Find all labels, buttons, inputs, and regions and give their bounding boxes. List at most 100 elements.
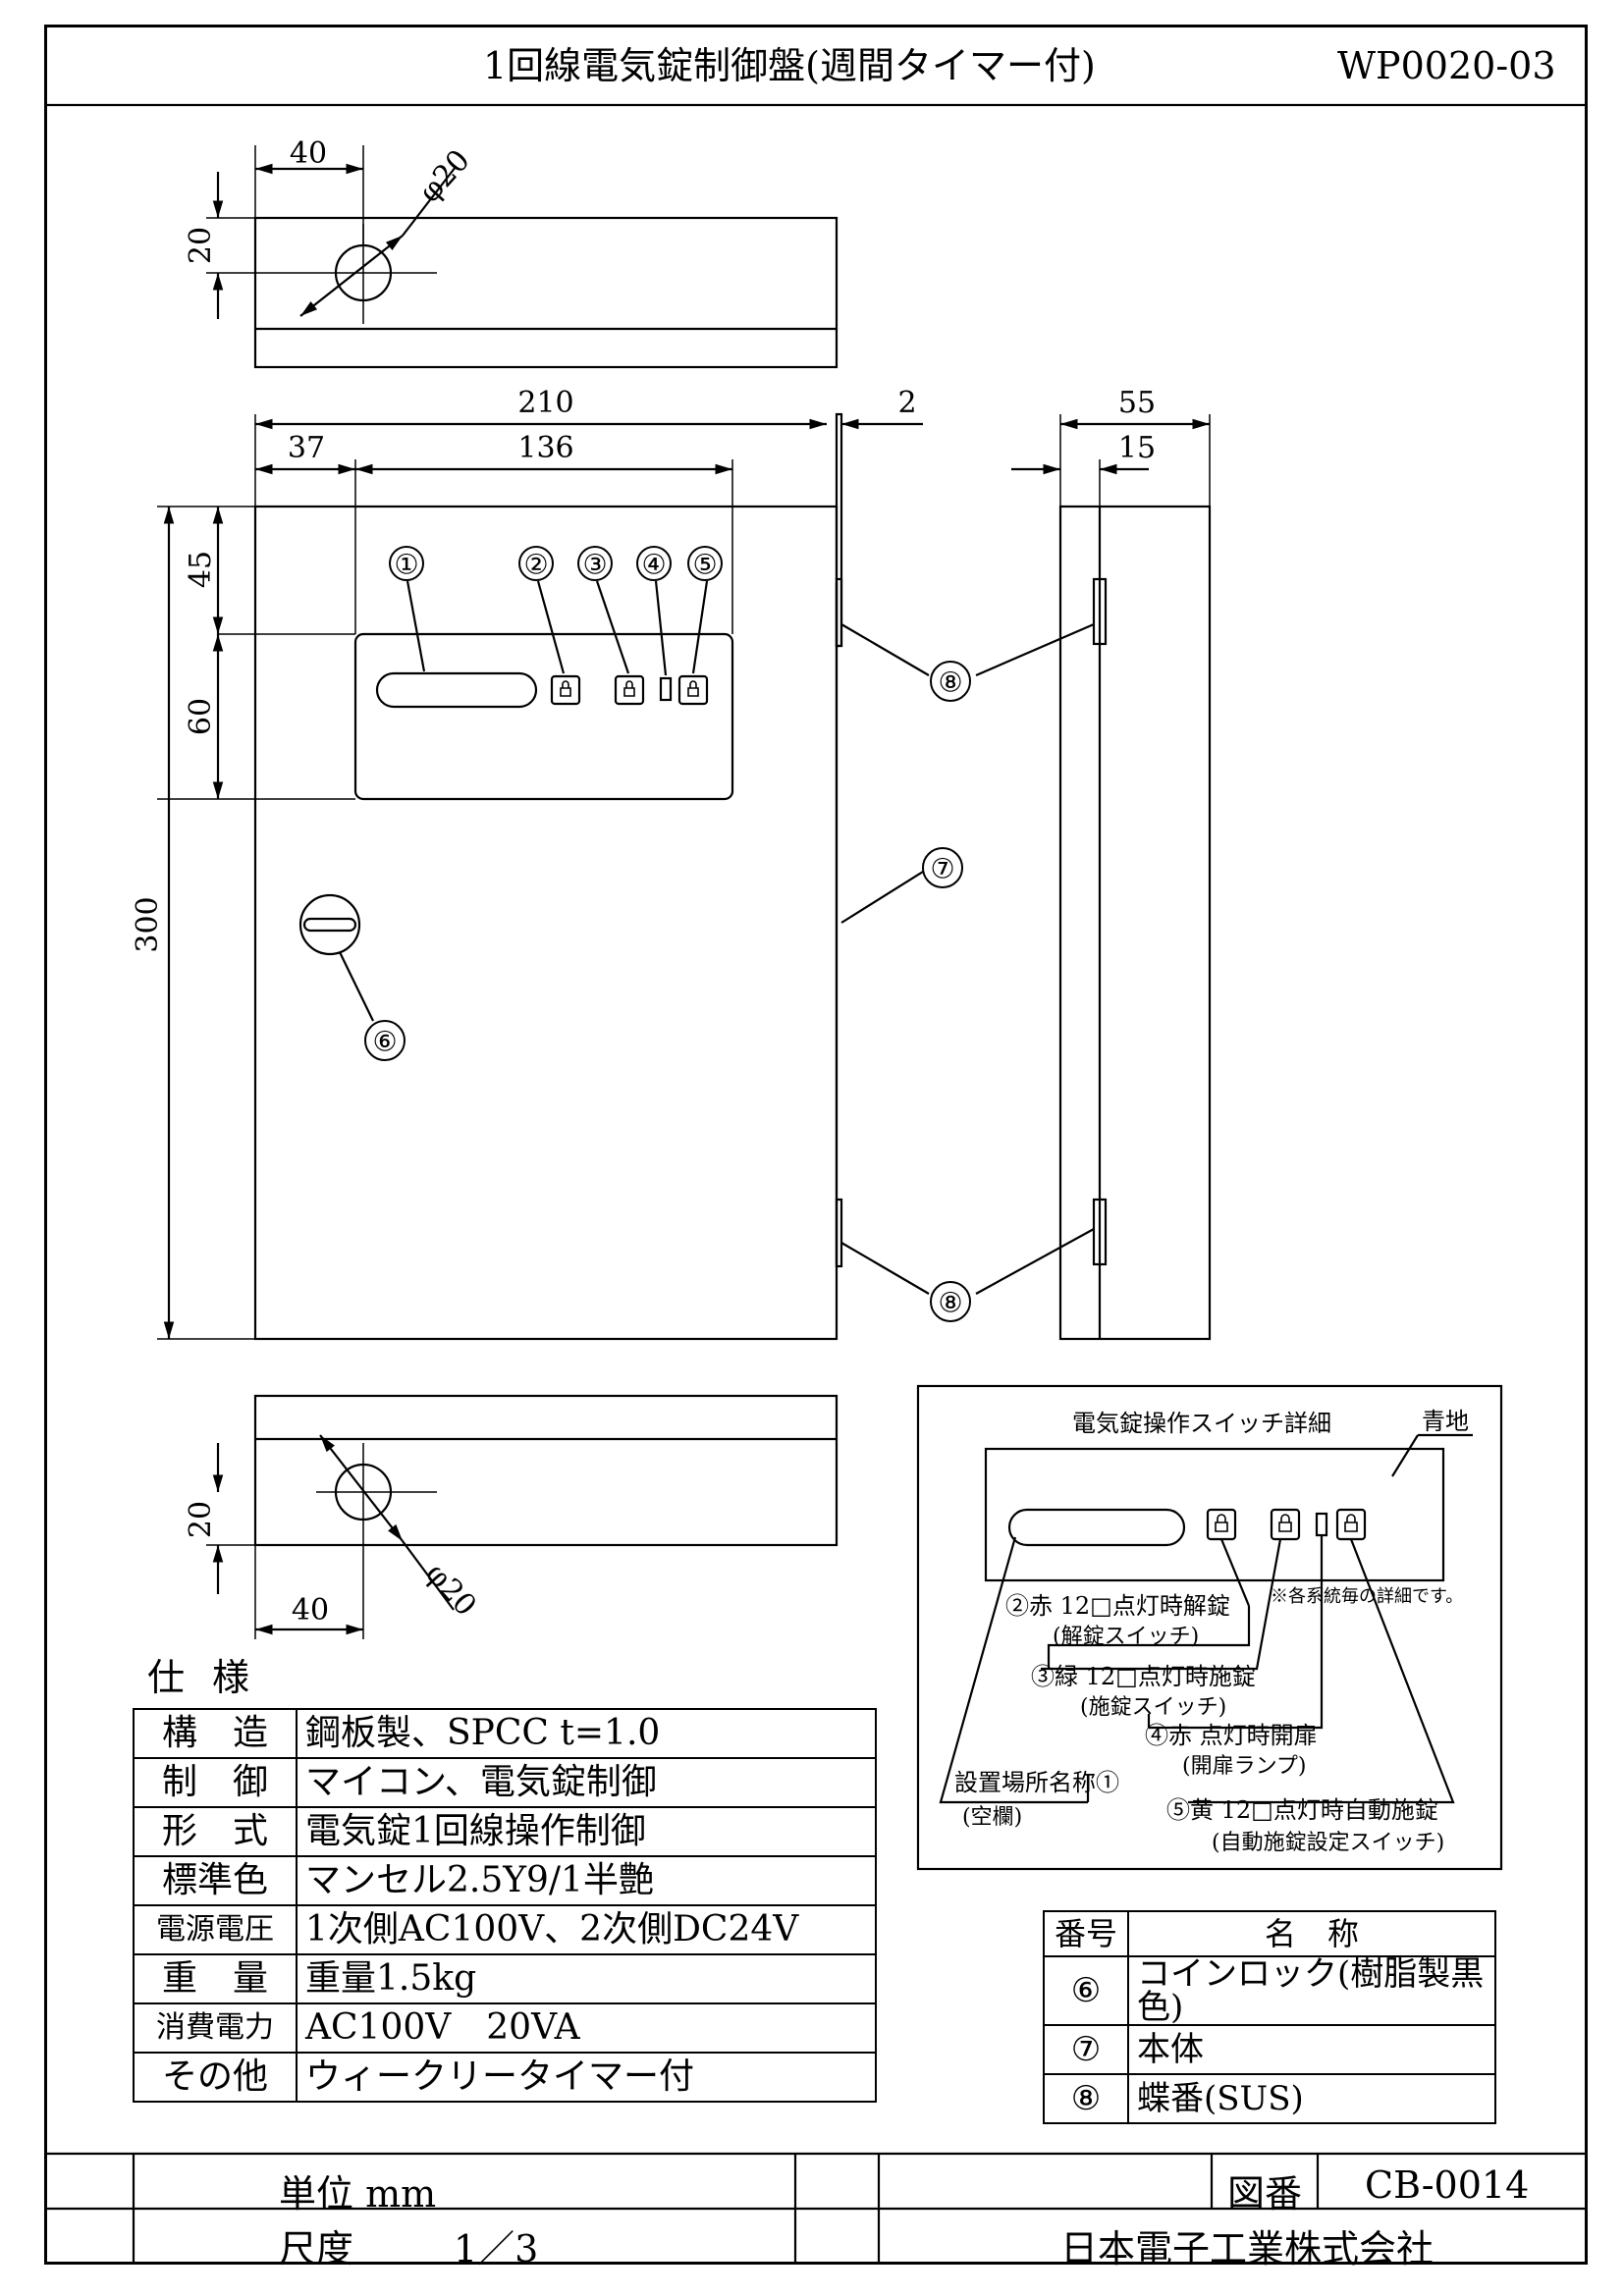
detail-item1-l2: (空欄): [962, 1805, 1022, 1830]
dim-panel-width: 136: [517, 431, 573, 465]
spec-value: 重量1.5kg: [296, 1953, 877, 2004]
parts-header-no: 番号: [1043, 1910, 1129, 1957]
spec-label: その他: [133, 2052, 298, 2103]
spec-row: 重 量重量1.5kg: [133, 1953, 877, 2004]
bottom-view-body: [253, 1394, 839, 1547]
dim-bottom-hole: φ20: [418, 1557, 483, 1623]
parts-name: 蝶番(SUS): [1127, 2073, 1496, 2124]
company-name: 日本電子工業株式会社: [1060, 2227, 1435, 2270]
spec-row: 制 御マイコン、電気錠制御: [133, 1757, 877, 1808]
switch-unlock: [550, 674, 581, 706]
parts-name: コインロック(樹脂製黒色): [1127, 1955, 1496, 2026]
callout-6: ⑥: [372, 1026, 397, 1058]
detail-box: [916, 1384, 1503, 1871]
spec-value: 鋼板製、SPCC t=1.0: [296, 1708, 877, 1759]
name-slot: [375, 671, 538, 709]
parts-no: ⑦: [1043, 2024, 1129, 2075]
callout-8-bottom: ⑧: [938, 1287, 962, 1319]
spec-value: マイコン、電気錠制御: [296, 1757, 877, 1808]
detail-item4-l1: ④赤 点灯時開扉: [1145, 1722, 1318, 1749]
unit-label: 単位 mm: [279, 2172, 437, 2216]
top-view-body: [253, 216, 839, 369]
detail-item3-l1: ③緑 12□点灯時施錠: [1031, 1663, 1256, 1690]
open-lamp: [659, 676, 673, 702]
spec-label: 制 御: [133, 1757, 298, 1808]
detail-note: ※各系統毎の詳細です。: [1271, 1586, 1463, 1607]
drawing-no-label: 図番: [1227, 2172, 1303, 2216]
spec-row: その他ウィークリータイマー付: [133, 2052, 877, 2103]
detail-title: 電気錠操作スイッチ詳細: [1072, 1410, 1331, 1437]
parts-header-row: 番号 名 称: [1043, 1910, 1496, 1957]
spec-heading: 仕様: [147, 1656, 278, 1699]
spec-value: 電気錠1回線操作制御: [296, 1806, 877, 1857]
parts-no: ⑥: [1043, 1955, 1129, 2026]
drawing-frame: [44, 25, 1588, 2265]
detail-item4-l2: (開扉ランプ): [1182, 1754, 1307, 1779]
detail-item1-l1: 設置場所名称①: [954, 1769, 1119, 1796]
callout-5: ⑤: [692, 549, 717, 581]
callout-3: ③: [582, 549, 607, 581]
dim-overall-width: 210: [517, 386, 573, 420]
drawing-no: CB-0014: [1365, 2163, 1530, 2207]
dim-top-offset: 40: [290, 136, 327, 171]
spec-row: 構 造鋼板製、SPCC t=1.0: [133, 1708, 877, 1759]
detail-item2-l1: ②赤 12□点灯時解錠: [1005, 1592, 1230, 1620]
side-view-body: [1058, 505, 1212, 1341]
spec-value: 1次側AC100V、2次側DC24V: [296, 1904, 877, 1955]
detail-item5-l2: (自動施錠設定スイッチ): [1212, 1831, 1444, 1855]
front-panel: [353, 632, 734, 801]
detail-panel: [984, 1447, 1445, 1582]
spec-value: マンセル2.5Y9/1半艶: [296, 1855, 877, 1906]
scale-label: 尺度: [279, 2227, 354, 2270]
detail-bg-label: 青地: [1422, 1408, 1469, 1435]
dim-bottom-offset: 40: [292, 1593, 329, 1628]
hinge-top: [1092, 577, 1108, 646]
spec-label: 電源電圧: [133, 1904, 298, 1955]
spec-label: 重 量: [133, 1953, 298, 2004]
drawing-title: 1回線電気錠制御盤(週間タイマー付): [483, 44, 1096, 87]
dim-door-thickness: 2: [897, 386, 916, 420]
dim-side-depth: 55: [1118, 386, 1156, 420]
spec-label: 消費電力: [133, 2002, 298, 2054]
callout-7: ⑦: [930, 853, 954, 885]
front-view-body: [253, 505, 839, 1341]
detail-item5-l1: ⑤黄 12□点灯時自動施錠: [1166, 1796, 1438, 1824]
parts-name: 本体: [1127, 2024, 1496, 2075]
parts-no: ⑧: [1043, 2073, 1129, 2124]
hinge-bottom: [1092, 1198, 1108, 1266]
spec-label: 形 式: [133, 1806, 298, 1857]
dim-upper-height: 45: [184, 551, 218, 588]
spec-value: AC100V 20VA: [296, 2002, 877, 2054]
callout-2: ②: [523, 549, 548, 581]
drawing-code: WP0020-03: [1337, 44, 1556, 87]
detail-item3-l2: (施錠スイッチ): [1080, 1695, 1226, 1720]
switch-auto: [677, 674, 709, 706]
switch-lock: [614, 674, 645, 706]
spec-label: 構 造: [133, 1708, 298, 1759]
dim-side-offset: 15: [1118, 431, 1156, 465]
dim-left-offset: 37: [288, 431, 325, 465]
dim-bottom-height: 20: [184, 1501, 218, 1538]
dim-overall-height: 300: [131, 896, 165, 952]
scale-value: 1／3: [454, 2227, 539, 2270]
parts-header-name: 名 称: [1127, 1910, 1496, 1957]
spec-value: ウィークリータイマー付: [296, 2052, 877, 2103]
dim-panel-height: 60: [184, 698, 218, 735]
detail-item2-l2: (解錠スイッチ): [1053, 1625, 1199, 1649]
callout-1: ①: [394, 549, 418, 581]
spec-row: 形 式電気錠1回線操作制御: [133, 1806, 877, 1857]
callout-8-top: ⑧: [938, 667, 962, 699]
callout-4: ④: [641, 549, 666, 581]
spec-label: 標準色: [133, 1855, 298, 1906]
spec-row: 標準色マンセル2.5Y9/1半艶: [133, 1855, 877, 1906]
dim-top-height: 20: [184, 227, 218, 264]
dim-top-hole: φ20: [412, 143, 477, 209]
